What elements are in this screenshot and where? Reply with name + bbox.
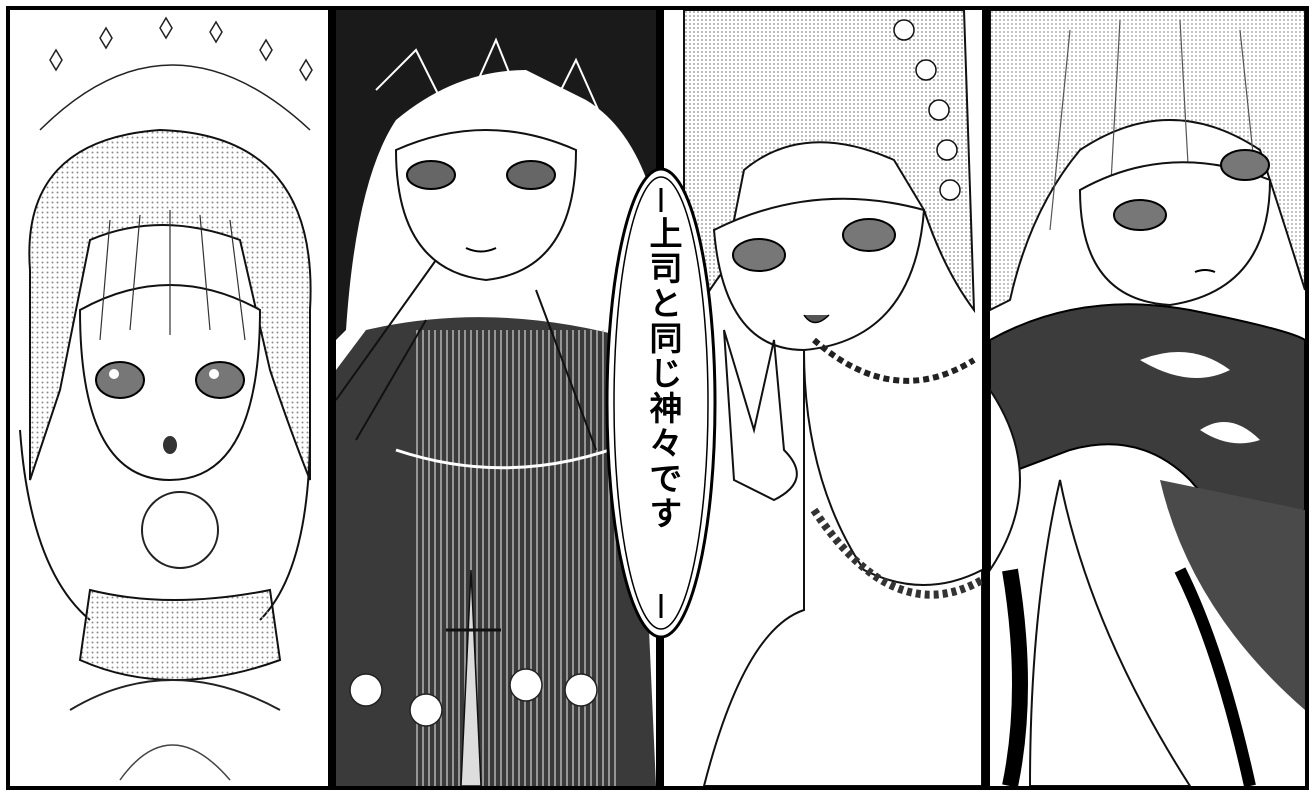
comic-panel-4: [986, 6, 1309, 790]
flower-crown: [893, 19, 961, 201]
sparkle-halo: [39, 16, 313, 131]
comic-panel-1: [6, 6, 332, 790]
comic-panel-2: [332, 6, 660, 790]
panel-2-illustration: [336, 10, 656, 786]
speech-bubble: 上司と同じ神々です: [602, 164, 720, 642]
panel-3-illustration: [664, 10, 982, 786]
panel-1-illustration: [10, 10, 328, 786]
panel-4-illustration: [990, 10, 1305, 786]
speech-bubble-text: 上司と同じ神々です: [644, 216, 683, 531]
speech-bubble-outline: [605, 167, 717, 639]
